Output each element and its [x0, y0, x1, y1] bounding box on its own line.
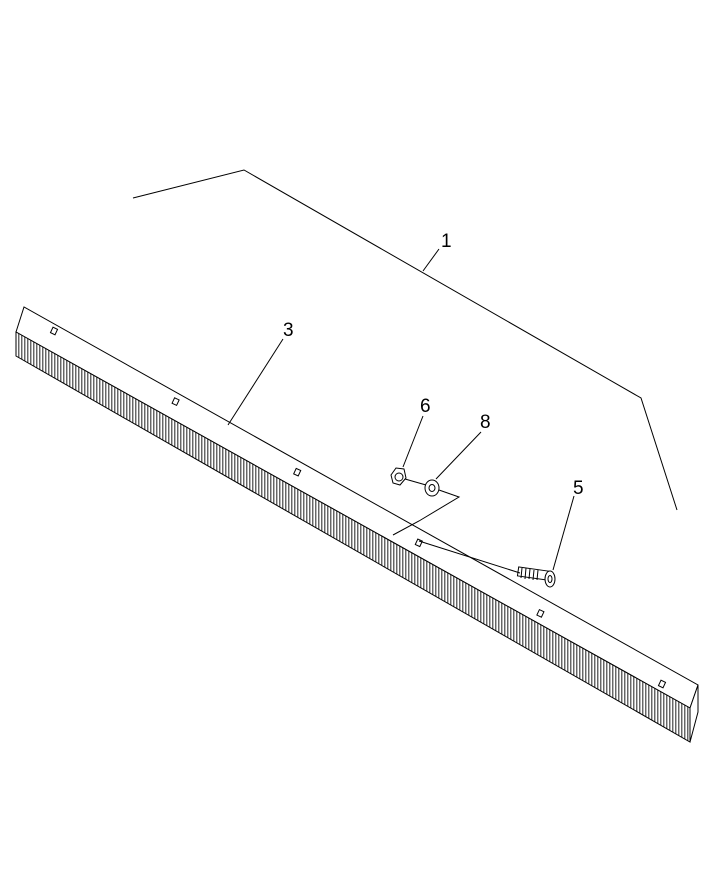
mounting-slot — [293, 467, 302, 477]
callout-1: 1 — [441, 231, 452, 252]
mounting-slot — [414, 538, 423, 548]
callout-3: 3 — [283, 320, 294, 341]
callout-6: 6 — [420, 396, 431, 417]
callout-8: 8 — [480, 412, 491, 433]
nut — [390, 467, 407, 486]
brush-strip-top-face — [15, 306, 699, 709]
brush-strip-end — [689, 684, 699, 743]
brush-bristles — [15, 331, 691, 743]
assembly-lines — [392, 478, 521, 574]
bolt — [516, 566, 556, 588]
leader-lines — [227, 248, 575, 571]
mounting-slot — [171, 397, 180, 407]
callout-5: 5 — [573, 478, 584, 499]
mounting-slot — [49, 326, 59, 336]
washer — [424, 479, 440, 497]
panel-outline — [132, 169, 678, 511]
brush-strip — [15, 306, 699, 743]
mounting-slot — [657, 679, 667, 689]
mounting-slot — [536, 608, 545, 618]
mounting-slots — [49, 326, 667, 689]
